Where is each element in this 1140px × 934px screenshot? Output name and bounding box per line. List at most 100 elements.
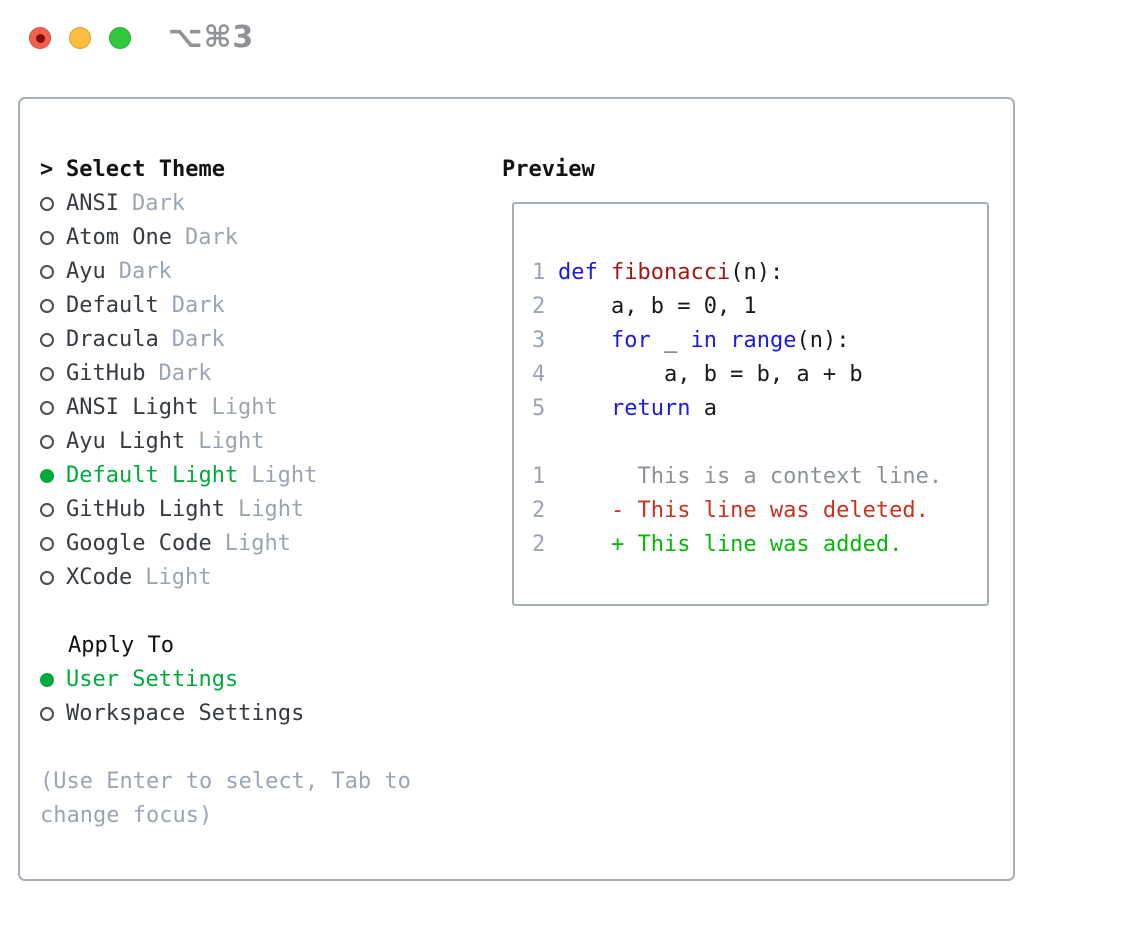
preview-heading: Preview — [502, 157, 595, 182]
preview-section: Preview 1 def fibonacci(n): 2 a, b = 0, 1 3… — [502, 153, 989, 606]
spacer — [40, 731, 480, 765]
apply-to-option-label: Workspace Settings — [66, 701, 305, 726]
close-button[interactable] — [29, 27, 51, 49]
radio-icon — [40, 299, 54, 313]
theme-variant-tag: Dark — [171, 327, 225, 352]
code-text: def fibonacci(n): — [558, 260, 784, 285]
select-theme-heading-label: Select Theme — [66, 157, 225, 182]
help-text: (Use Enter to select, Tab to change focu… — [40, 769, 411, 828]
theme-option[interactable]: Ayu Light Light — [40, 425, 480, 459]
diff-text: This is a context line. — [558, 464, 943, 489]
line-number: 2 — [532, 498, 546, 523]
theme-option-label: GitHub Light — [66, 497, 225, 522]
theme-option[interactable]: Google Code Light — [40, 527, 480, 561]
line-number: 5 — [532, 396, 546, 421]
radio-icon — [40, 197, 54, 211]
code-text: a, b = b, a + b — [558, 362, 863, 387]
diff-line: 2 - This line was deleted. — [532, 494, 987, 528]
diff-line: 2 + This line was added. — [532, 528, 987, 562]
theme-option[interactable]: Dracula Dark — [40, 323, 480, 357]
line-number: 3 — [532, 328, 546, 353]
preview-code-box: 1 def fibonacci(n): 2 a, b = 0, 1 3 for _ i… — [512, 202, 989, 606]
code-block: 1 def fibonacci(n): 2 a, b = 0, 1 3 for _ i… — [532, 256, 987, 426]
theme-variant-tag: Light — [145, 565, 212, 590]
theme-variant-tag: Dark — [171, 293, 225, 318]
modified-dot-icon — [35, 33, 45, 43]
theme-option[interactable]: ANSI Dark — [40, 187, 480, 221]
diff-text: + This line was added. — [558, 532, 903, 557]
theme-option-label: Atom One — [66, 225, 172, 250]
radio-icon — [40, 503, 54, 517]
diff-block: 1 This is a context line. 2 - This line w… — [532, 460, 987, 562]
line-number: 2 — [532, 532, 546, 557]
theme-option[interactable]: Ayu Dark — [40, 255, 480, 289]
theme-option[interactable]: GitHub Light Light — [40, 493, 480, 527]
radio-icon — [40, 367, 54, 381]
traffic-lights — [29, 27, 131, 49]
code-line: 1 def fibonacci(n): — [532, 256, 987, 290]
theme-option-label: GitHub — [66, 361, 146, 386]
line-number: 1 — [532, 464, 546, 489]
theme-variant-tag: Dark — [184, 225, 238, 250]
theme-option[interactable]: GitHub Dark — [40, 357, 480, 391]
radio-icon — [40, 435, 54, 449]
apply-to-option[interactable]: Workspace Settings — [40, 697, 480, 731]
theme-option-label: Dracula — [66, 327, 159, 352]
theme-variant-tag: Light — [198, 429, 265, 454]
theme-option-label: Ayu Light — [66, 429, 186, 454]
apply-to-option-label: User Settings — [66, 667, 239, 692]
theme-option-label: Default — [66, 293, 159, 318]
radio-icon — [40, 265, 54, 279]
theme-variant-tag: Light — [211, 395, 278, 420]
radio-icon — [40, 469, 54, 483]
radio-icon — [40, 571, 54, 585]
titlebar: ⌥⌘3 — [0, 0, 1140, 97]
theme-option-label: ANSI — [66, 191, 119, 216]
line-number: 4 — [532, 362, 546, 387]
code-line: 4 a, b = b, a + b — [532, 358, 987, 392]
diff-text: - This line was deleted. — [558, 498, 929, 523]
spacer — [40, 595, 480, 629]
theme-option-label: Ayu — [66, 259, 106, 284]
focus-cursor-icon: > — [40, 157, 54, 182]
line-number: 2 — [532, 294, 546, 319]
theme-variant-tag: Light — [224, 531, 291, 556]
code-text: for _ in range(n): — [610, 328, 850, 353]
radio-icon — [40, 537, 54, 551]
theme-variant-tag: Light — [237, 497, 305, 522]
blank-line — [532, 426, 987, 460]
code-text: a, b = 0, 1 — [558, 294, 757, 319]
code-line: 5 return a — [532, 392, 987, 426]
theme-option-label: XCode — [66, 565, 133, 590]
theme-option[interactable]: XCode Light — [40, 561, 480, 595]
theme-option-label: ANSI Light — [66, 395, 199, 420]
radio-icon — [40, 401, 54, 415]
select-theme-heading: > Select Theme — [40, 153, 480, 187]
line-number: 1 — [532, 260, 546, 285]
apply-to-option[interactable]: User Settings — [40, 663, 480, 697]
window-shortcut-label: ⌥⌘3 — [168, 20, 255, 55]
theme-option[interactable]: Default Dark — [40, 289, 480, 323]
minimize-button[interactable] — [69, 27, 91, 49]
radio-icon — [40, 231, 54, 245]
radio-icon — [40, 707, 54, 721]
maximize-button[interactable] — [109, 27, 131, 49]
theme-option-label: Google Code — [66, 531, 212, 556]
theme-option[interactable]: ANSI Light Light — [40, 391, 480, 425]
code-line: 2 a, b = 0, 1 — [532, 290, 987, 324]
theme-variant-tag: Light — [251, 463, 318, 488]
radio-icon — [40, 673, 54, 687]
theme-variant-tag: Dark — [158, 361, 212, 386]
code-text: return a — [610, 396, 717, 421]
theme-option[interactable]: Atom One Dark — [40, 221, 480, 255]
apply-to-heading: Apply To — [68, 633, 174, 658]
theme-variant-tag: Dark — [118, 259, 172, 284]
radio-icon — [40, 333, 54, 347]
theme-variant-tag: Dark — [131, 191, 185, 216]
